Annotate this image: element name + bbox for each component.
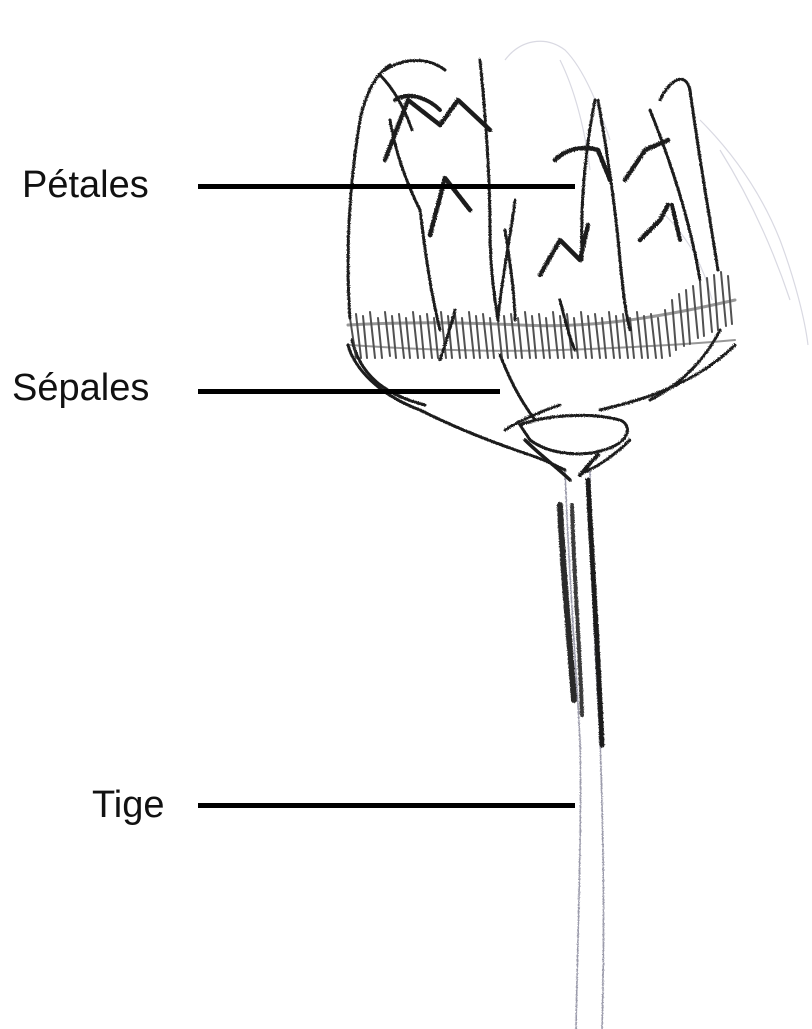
sepal-shading <box>348 272 735 358</box>
leader-line-tige <box>198 803 575 808</box>
leader-line-petales <box>198 184 575 189</box>
label-tige: Tige <box>92 786 165 824</box>
label-sepales: Sépales <box>12 369 149 407</box>
leader-line-sepales <box>198 389 500 394</box>
background-scribbles <box>505 41 808 345</box>
label-petales: Pétales <box>22 166 149 204</box>
stem <box>525 440 630 1029</box>
